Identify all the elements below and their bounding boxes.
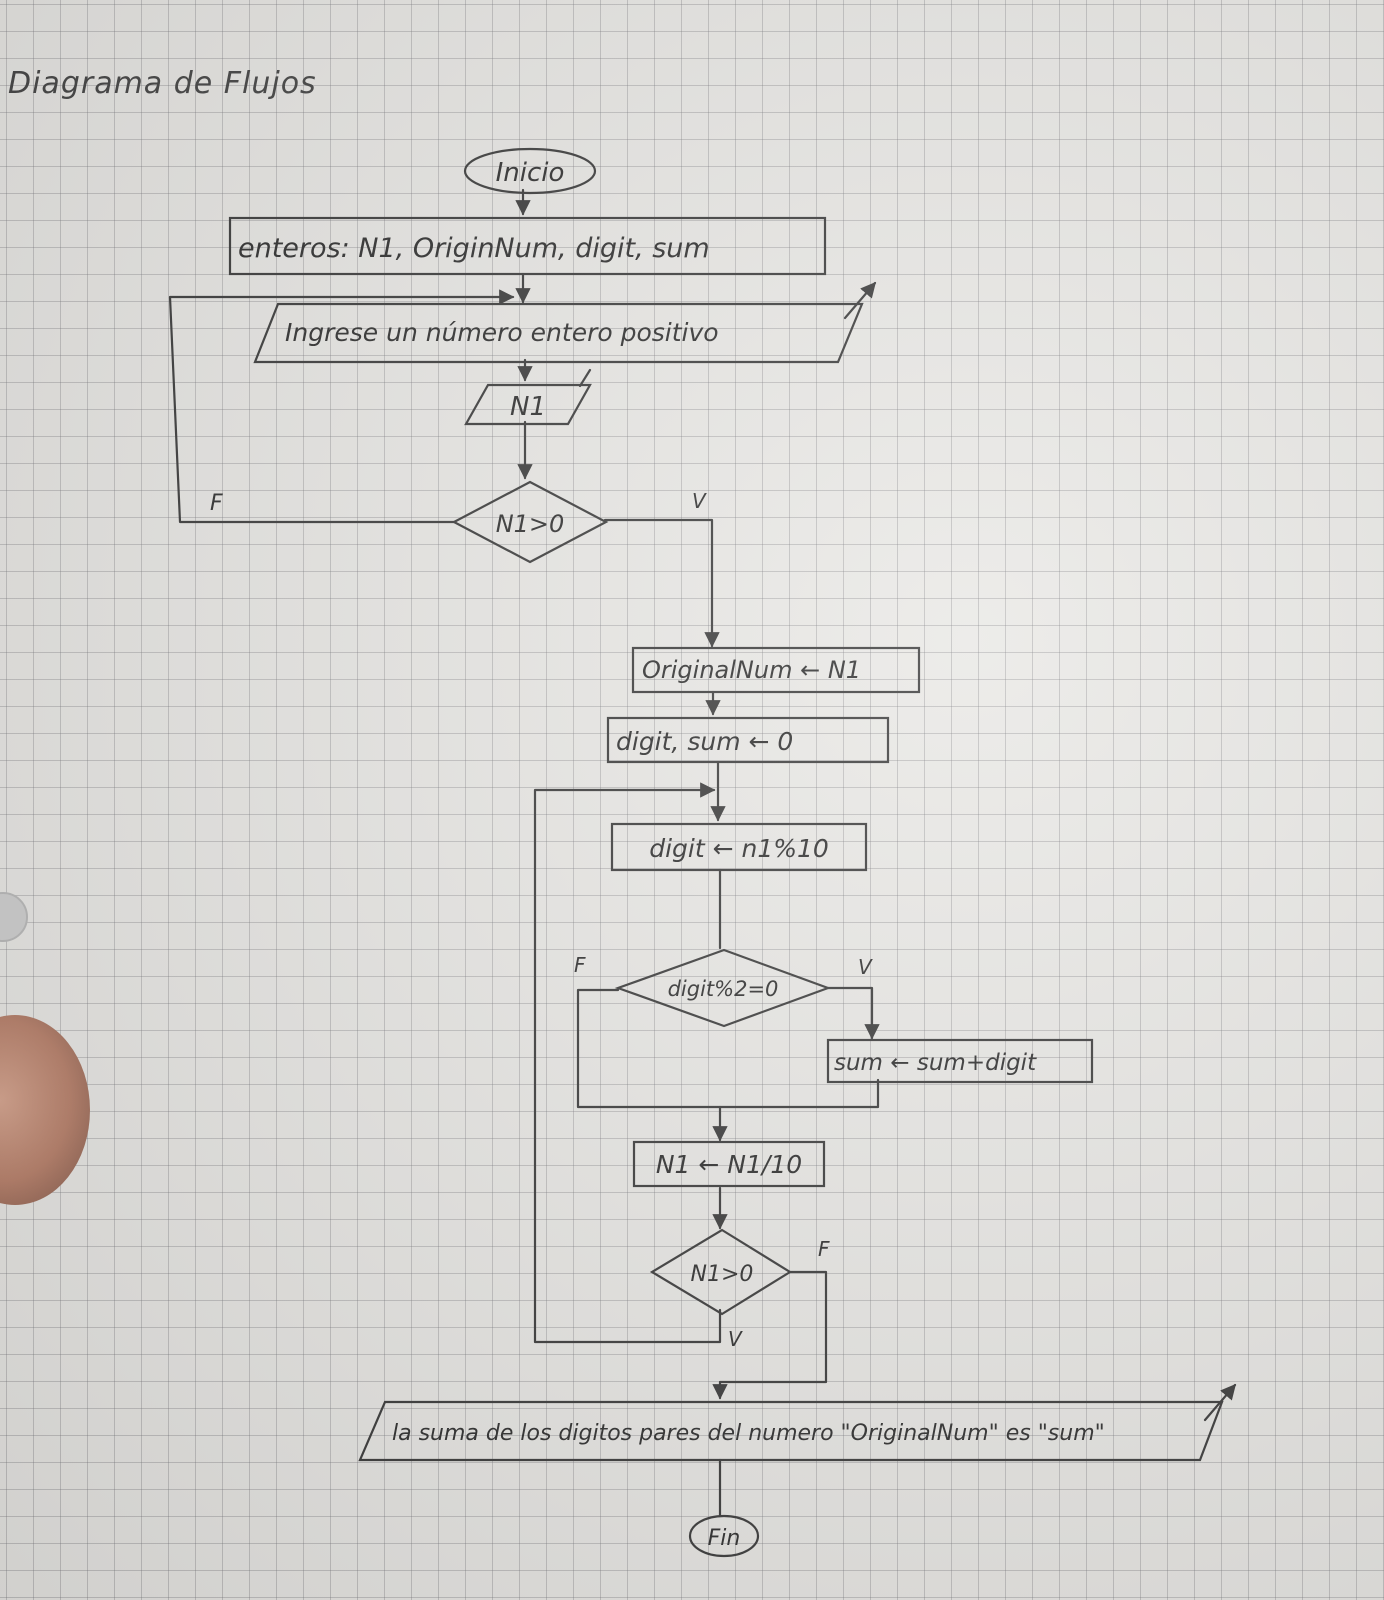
edge-loop-false-exit — [712, 1270, 828, 1400]
check-even-label: digit%2=0 — [668, 977, 779, 1001]
node-loop-check: N1>0 F V — [649, 1228, 830, 1351]
page-title: Diagrama de Flujos — [8, 66, 317, 101]
node-output: la suma de los digitos pares del numero … — [358, 1400, 1224, 1462]
output-parallelogram — [358, 1400, 1224, 1462]
prompt-label: Ingrese un número entero positivo — [285, 318, 719, 347]
check-positive-diamond — [451, 480, 609, 564]
init-label: digit, sum ← 0 — [616, 727, 793, 756]
node-prompt: Ingrese un número entero positivo — [253, 302, 864, 364]
node-divide: N1 ← N1/10 — [632, 1140, 826, 1188]
loop-check-true-label: V — [728, 1327, 743, 1351]
edge-check-false-loop — [168, 289, 515, 524]
check-even-false-label: F — [574, 953, 586, 977]
declare-box — [228, 216, 827, 276]
connectors — [168, 188, 1237, 1517]
node-assign-original: OriginalNum ← N1 — [631, 646, 921, 694]
read-parallelogram — [464, 383, 592, 426]
assign-original-box — [631, 646, 921, 694]
node-start: Inicio — [463, 147, 597, 195]
node-declare: enteros: N1, OriginNum, digit, sum — [228, 216, 827, 276]
end-terminator — [688, 1514, 760, 1558]
node-check-even: digit%2=0 F V — [574, 948, 873, 1028]
check-positive-false-label: F — [210, 491, 223, 516]
edge-checkeven-true — [826, 986, 880, 1040]
declare-label: enteros: N1, OriginNum, digit, sum — [238, 233, 710, 264]
loop-check-false-label: F — [818, 1237, 830, 1261]
check-positive-true-label: V — [692, 489, 707, 513]
node-accumulate: sum ← sum+digit — [826, 1038, 1094, 1084]
edge-checkeven-false — [576, 988, 880, 1109]
prompt-parallelogram — [253, 302, 864, 364]
start-terminator — [463, 147, 597, 195]
read-label: N1 — [510, 392, 546, 422]
edge-loop-true-back — [533, 782, 722, 1344]
node-end: Fin — [688, 1514, 760, 1558]
get-digit-box — [610, 822, 868, 872]
check-even-true-label: V — [858, 955, 873, 979]
start-label: Inicio — [496, 158, 565, 188]
divide-box — [632, 1140, 826, 1188]
edge-check-true — [603, 518, 720, 648]
output-label: la suma de los digitos pares del numero … — [392, 1421, 1105, 1446]
end-label: Fin — [708, 1526, 741, 1551]
node-init: digit, sum ← 0 — [606, 716, 890, 764]
divide-label: N1 ← N1/10 — [656, 1150, 802, 1179]
accumulate-label: sum ← sum+digit — [834, 1050, 1037, 1076]
assign-original-label: OriginalNum ← N1 — [642, 656, 861, 684]
get-digit-label: digit ← n1%10 — [649, 834, 829, 863]
check-even-diamond — [614, 948, 832, 1028]
output-arrow-prompt — [843, 281, 877, 320]
node-read: N1 — [464, 383, 592, 426]
accumulate-box — [826, 1038, 1094, 1084]
node-check-positive: N1>0 F V — [210, 480, 707, 564]
loop-check-diamond — [649, 1228, 793, 1316]
check-positive-label: N1>0 — [496, 510, 565, 538]
init-box — [606, 716, 890, 764]
node-get-digit: digit ← n1%10 — [610, 822, 868, 872]
input-mark-read — [578, 368, 592, 388]
loop-check-label: N1>0 — [691, 1262, 754, 1287]
